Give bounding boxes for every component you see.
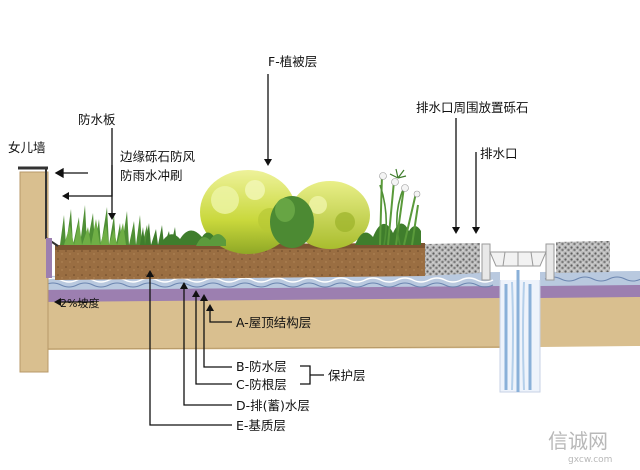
label-waterproof-board: 防水板 [78, 112, 116, 127]
watermark-url: gxcw.com [568, 455, 612, 465]
drainage-wave-right [544, 276, 640, 282]
roof-structure-slab [40, 292, 500, 350]
drain-outlet [481, 243, 555, 393]
label-edge-gravel-2: 防雨水冲刷 [120, 168, 183, 183]
drainage-wave-2 [44, 282, 494, 288]
label-protection: 保护层 [328, 368, 366, 383]
label-edge-gravel-1: 边缘砾石防风 [120, 149, 196, 164]
waterproof-membrane [40, 285, 500, 302]
substrate-bed [55, 243, 425, 280]
roof-structure-slab-right [540, 291, 640, 347]
label-drain-gravel: 排水口周围放置砾石 [416, 100, 529, 115]
label-substrate: E-基质层 [236, 418, 286, 433]
drainage-layer-right [540, 271, 640, 286]
annotation-lines [54, 74, 480, 426]
label-slope: 2%坡度 [60, 296, 99, 310]
gravel-left [425, 243, 480, 276]
gravel-right [556, 241, 610, 273]
label-vegetation: F-植被层 [268, 54, 317, 69]
label-waterproof-layer: B-防水层 [236, 359, 287, 374]
label-drainage-layer: D-排(蓄)水层 [236, 398, 310, 413]
label-roof-structure: A-屋顶结构层 [236, 315, 311, 330]
label-parapet: 女儿墙 [8, 140, 46, 155]
watermark-text: 信诚网 [548, 429, 608, 453]
slab-edge-line [39, 346, 501, 350]
waterproof-membrane-right [540, 284, 640, 298]
parapet-wall [18, 166, 59, 373]
label-drain: 排水口 [480, 146, 518, 161]
watermark: 信诚网 gxcw.com [548, 429, 612, 465]
label-root-barrier: C-防根层 [236, 377, 287, 392]
vegetation [60, 168, 421, 254]
